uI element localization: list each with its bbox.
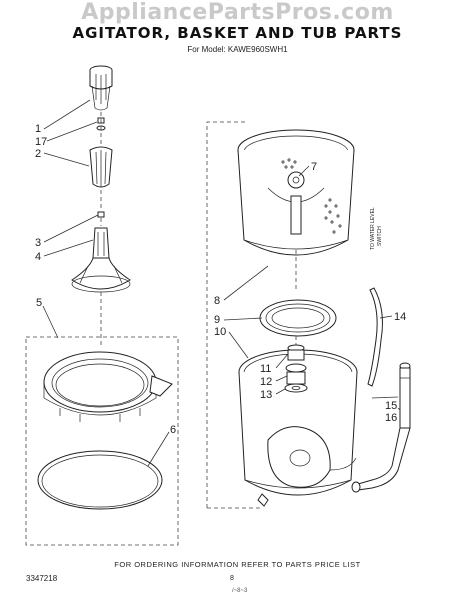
watermark: AppliancePartsPros.com (81, 0, 394, 25)
callout-11: 11 (260, 363, 271, 375)
agitator-base (71, 227, 131, 293)
callout-7: 7 (311, 161, 317, 173)
page-title: AGITATOR, BASKET AND TUB PARTS (72, 24, 403, 42)
hose-14 (367, 287, 383, 387)
ordering-footer: FOR ORDERING INFORMATION REFER TO PARTS … (114, 560, 361, 569)
callout-1: 1 (35, 123, 41, 135)
callout-14: 14 (394, 311, 406, 323)
callout-12: 12 (260, 376, 272, 388)
callout-17: 17 (35, 136, 47, 148)
model-label: For Model: KAWE960SWH1 (187, 45, 288, 54)
side-label-line1: TO WATER LEVEL (370, 207, 376, 250)
callout-10: 10 (214, 326, 226, 338)
wash-basket (237, 129, 355, 256)
side-label-line2: SWITCH (377, 226, 383, 246)
agitator-dogs (89, 146, 113, 188)
washer-3 (97, 211, 105, 218)
tub-seal-ring (37, 450, 163, 510)
callout-15: 15 (385, 400, 397, 412)
document-number: 3347218 (26, 574, 58, 583)
callout-4: 4 (35, 251, 41, 263)
callout-9: 9 (214, 314, 220, 326)
callout-3: 3 (35, 237, 41, 249)
page-number: 8 (230, 575, 234, 582)
tub-ring-frame (25, 336, 179, 546)
hose-16 (351, 362, 411, 493)
callout-2: 2 (35, 148, 41, 160)
callout-5: 5 (36, 297, 42, 309)
callout-8: 8 (214, 295, 220, 307)
callout-6: 6 (170, 424, 176, 436)
callout-13: 13 (260, 389, 272, 401)
callout-16: 16 (385, 412, 397, 424)
agitator-cap (89, 65, 113, 111)
page-mark: /~8~3 (232, 588, 248, 594)
outer-tub (238, 344, 358, 507)
basket-ring (259, 299, 337, 337)
